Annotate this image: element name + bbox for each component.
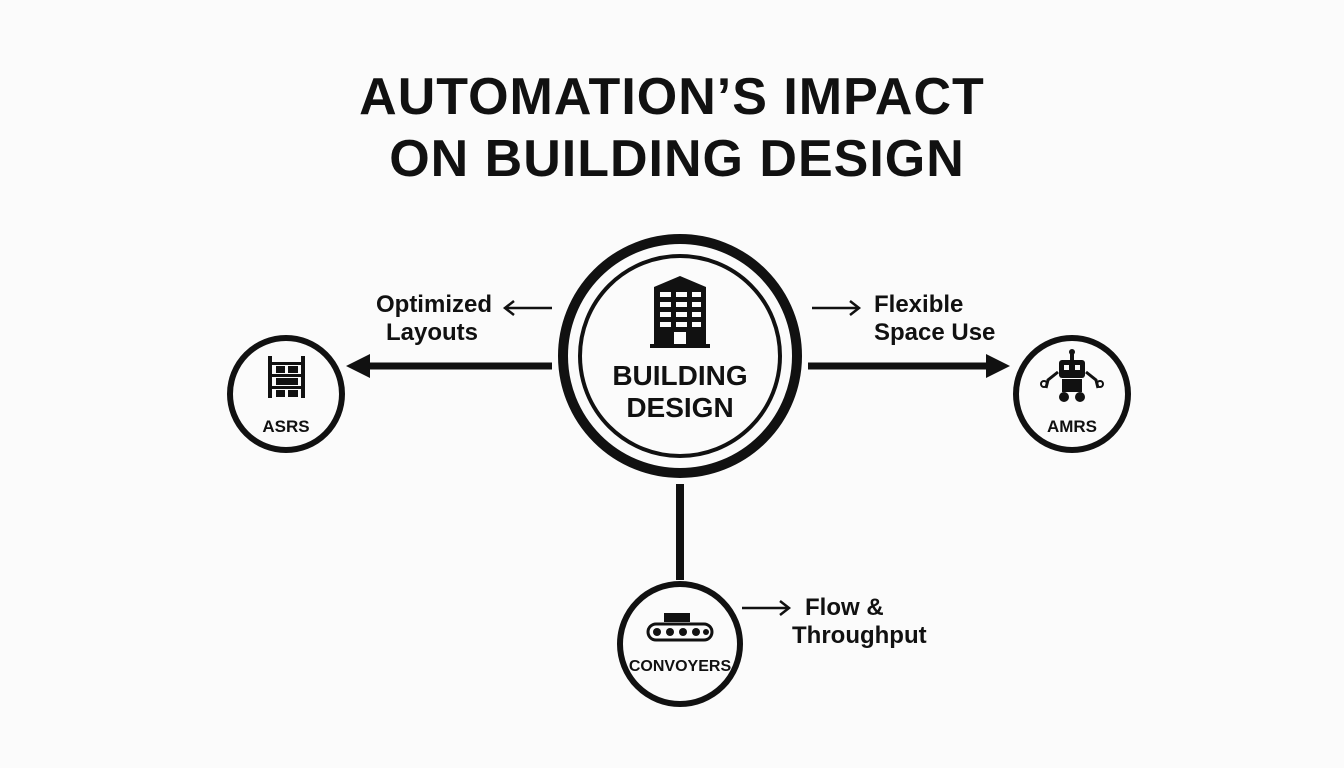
annotation-asrs-line-2: Layouts: [385, 319, 478, 346]
amrs-node: [1013, 335, 1131, 453]
arrow-right-small-icon: [812, 300, 862, 316]
annotation-flow-throughput: Flow & Throughput: [792, 594, 927, 650]
title-line-1: AUTOMATION’S IMPACT: [359, 68, 985, 126]
connector-center-to-asrs: [346, 354, 552, 378]
annotation-flexible-space-use: Flexible Space Use: [874, 291, 995, 347]
center-node: [558, 234, 802, 478]
conveyors-node: [617, 581, 743, 707]
conveyors-label: CONVOYERS: [628, 658, 732, 675]
annotation-amrs-line-2: Space Use: [874, 319, 996, 346]
diagram-title: AUTOMATION’S IMPACT ON BUILDING DESIGN: [0, 66, 1344, 190]
connector-center-to-amrs: [808, 354, 1010, 378]
center-label-line-1: BUILDING: [612, 360, 748, 391]
title-line-2: ON BUILDING DESIGN: [389, 130, 965, 188]
annotation-amrs-line-1: Flexible: [874, 291, 964, 318]
asrs-label: ASRS: [262, 417, 310, 436]
asrs-node: [227, 335, 345, 453]
robot-icon: [1040, 349, 1104, 402]
shelving-rack-icon: [268, 356, 305, 398]
center-node-label: BUILDING DESIGN: [580, 360, 780, 424]
annotation-asrs-line-1: Optimized: [375, 291, 492, 318]
building-icon: [650, 276, 710, 348]
annotation-conveyors-line-2: Throughput: [792, 622, 927, 649]
arrow-left-small-icon: [502, 300, 552, 316]
amrs-label: AMRS: [1046, 417, 1098, 436]
annotation-optimized-layouts: Optimized Layouts: [330, 291, 492, 347]
arrow-right-small-icon-2: [742, 600, 792, 616]
annotation-conveyors-line-1: Flow &: [805, 594, 884, 621]
center-label-line-2: DESIGN: [626, 392, 734, 423]
conveyor-belt-icon: [646, 613, 714, 642]
